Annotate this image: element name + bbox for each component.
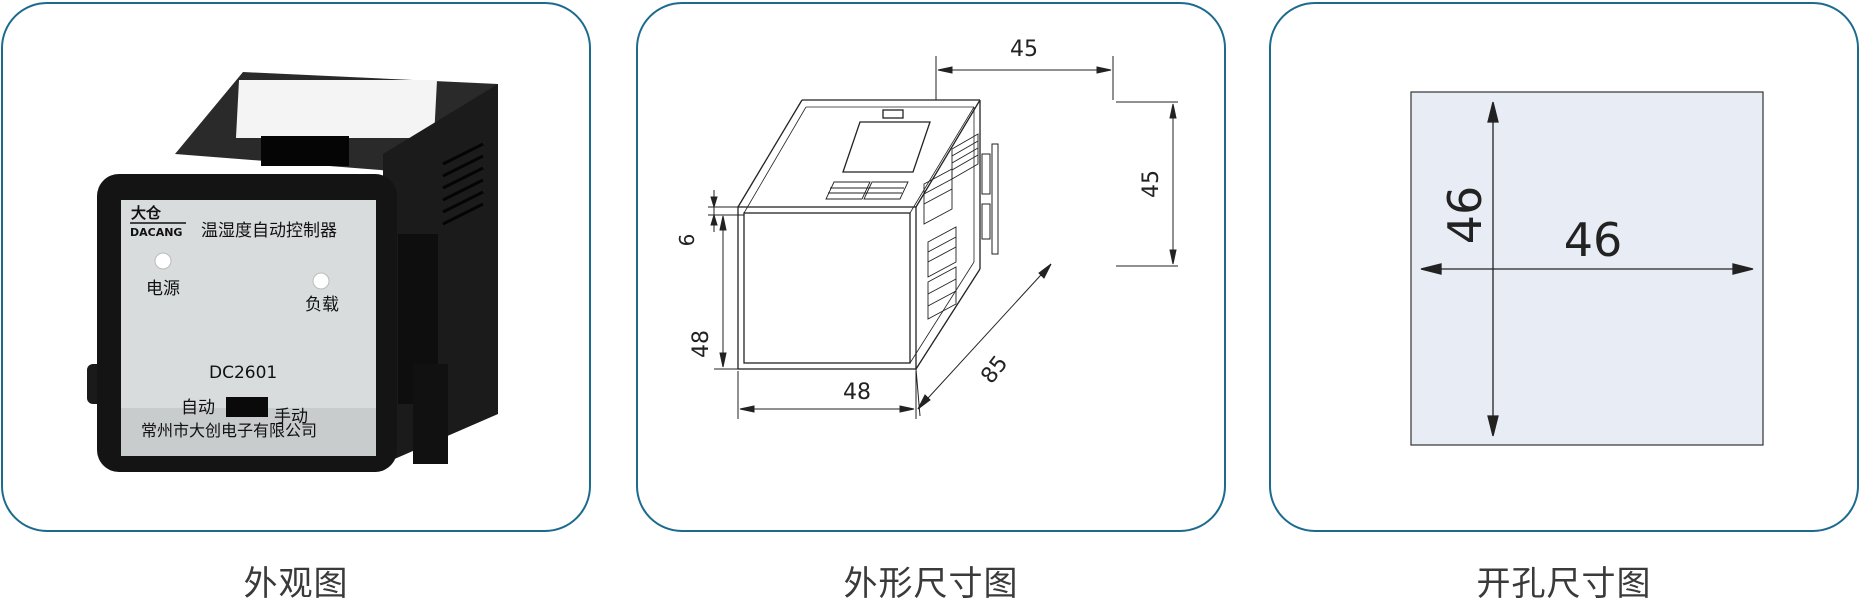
auto-label: 自动 [181, 398, 215, 418]
brand-cn: 大仓 [131, 204, 162, 222]
load-led [312, 272, 330, 290]
dim-side-height [1116, 101, 1178, 267]
company-name: 常州市大创电子有限公司 [141, 421, 317, 440]
cutout-drawing: 46 46 [1410, 91, 1764, 446]
load-label: 负载 [305, 295, 339, 315]
top-vents [825, 181, 909, 200]
dim-front-width [737, 371, 917, 419]
dim-label-bezel: 6 [675, 234, 699, 247]
caption-cutout-dimensions: 开孔尺寸图 [1476, 564, 1652, 604]
dim-bezel [708, 190, 744, 232]
dim-label-front-width: 48 [843, 380, 871, 405]
dim-label-depth: 85 [976, 351, 1013, 388]
top-notch [882, 109, 904, 119]
device-photo: 大仓 DACANG 温湿度自动控制器 电源 负载 DC2601 自动 手动 常州… [87, 72, 498, 472]
rear-clips [981, 143, 999, 255]
side-vents [442, 142, 484, 226]
outline-drawing: 45 45 6 48 4 [675, 37, 1178, 419]
brand-en: DACANG [130, 226, 182, 239]
mode-switch [226, 397, 268, 417]
cutout-height-label: 46 [1438, 186, 1492, 245]
cutout-dimensions-panel: 46 46 [1269, 2, 1859, 532]
box-outline [737, 99, 981, 370]
mount-clip [413, 364, 448, 464]
manual-label: 手动 [274, 407, 308, 427]
dim-label-front-height: 48 [689, 330, 714, 358]
outline-dimensions-panel: 45 45 6 48 4 [636, 2, 1226, 532]
cutout-width-dim [1420, 263, 1754, 275]
dim-label-top: 45 [1010, 37, 1038, 62]
cutout-width-label: 46 [1564, 213, 1623, 267]
power-led [154, 252, 172, 270]
caption-outline-dimensions: 外形尺寸图 [843, 564, 1019, 604]
appearance-panel: 大仓 DACANG 温湿度自动控制器 电源 负载 DC2601 自动 手动 常州… [1, 2, 591, 532]
dim-front-height [714, 215, 738, 370]
dim-top-width [935, 56, 1114, 100]
caption-appearance: 外观图 [243, 564, 349, 604]
side-vents-drawing [923, 133, 979, 320]
top-label [235, 80, 438, 138]
device-title: 温湿度自动控制器 [201, 221, 337, 241]
top-window [842, 121, 931, 173]
dim-label-side: 45 [1139, 170, 1164, 198]
model-number: DC2601 [209, 363, 277, 383]
top-slot [261, 136, 349, 166]
dim-depth [915, 263, 1052, 417]
power-label: 电源 [146, 279, 180, 299]
